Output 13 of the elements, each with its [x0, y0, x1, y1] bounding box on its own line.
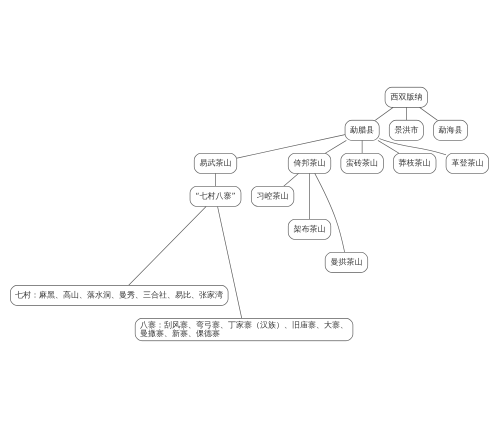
connector: [419, 107, 438, 121]
connector: [324, 140, 347, 154]
connector: [217, 206, 242, 319]
connector: [309, 173, 310, 220]
connector: [375, 107, 394, 121]
connector: [379, 138, 446, 156]
connector: [215, 173, 216, 187]
connector: [406, 107, 407, 121]
connector: [314, 173, 345, 253]
connector: [283, 173, 299, 187]
connector: [236, 134, 346, 158]
connector: [378, 140, 400, 154]
connector: [128, 206, 206, 286]
